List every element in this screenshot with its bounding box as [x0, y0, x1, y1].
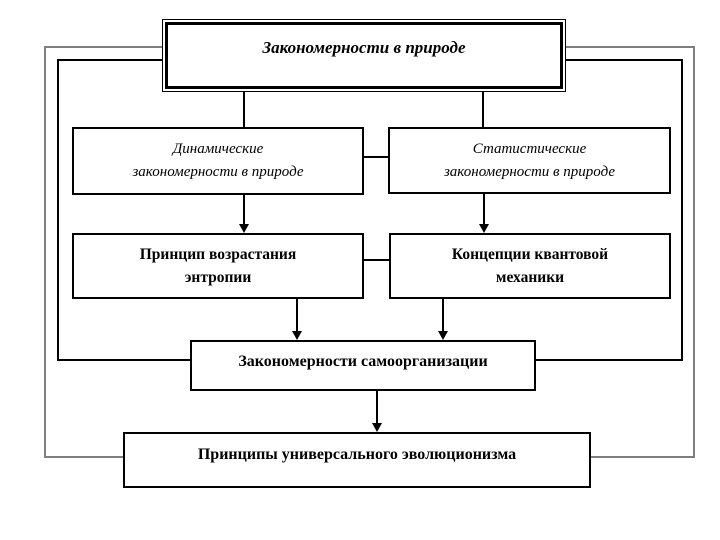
- node-dynamic-line2: закономерности в природе: [132, 164, 304, 180]
- node-evolution-label: Принципы универсального эволюционизма: [197, 445, 517, 463]
- arrow-quantum-selforg: [438, 298, 448, 340]
- arrow-selforg-evolution: [372, 390, 382, 432]
- node-evolution: Принципы универсального эволюционизма: [123, 432, 591, 488]
- node-statistical: Статистические закономерности в природе: [388, 127, 671, 194]
- node-entropy-line1: Принцип возрастания: [139, 246, 297, 263]
- node-root: Закономерности в природе: [162, 19, 566, 92]
- inner-black-frame: [57, 59, 683, 361]
- node-entropy-line2: энтропии: [184, 269, 252, 286]
- node-dynamic: Динамические закономерности в природе: [72, 127, 364, 195]
- connector-root-dynamic: [243, 91, 245, 127]
- arrow-shaft: [243, 194, 245, 224]
- connector-dynamic-statistical: [363, 156, 389, 158]
- arrow-statistical-quantum: [479, 193, 489, 233]
- node-statistical-line2: закономерности в природе: [443, 163, 616, 180]
- arrow-entropy-selforg: [292, 298, 302, 340]
- connector-root-statistical: [482, 91, 484, 127]
- arrowhead-down-icon: [239, 224, 249, 233]
- node-selforg-label: Закономерности самоорганизации: [238, 353, 488, 370]
- node-root-label: Закономерности в природе: [165, 22, 563, 89]
- arrow-shaft: [442, 298, 444, 331]
- node-entropy: Принцип возрастания энтропии: [72, 233, 364, 299]
- connector-entropy-quantum: [363, 259, 391, 261]
- node-quantum-line1: Концепции квантовой: [451, 246, 609, 263]
- arrow-shaft: [376, 390, 378, 423]
- arrowhead-down-icon: [292, 331, 302, 340]
- arrow-dynamic-entropy: [239, 194, 249, 233]
- arrow-shaft: [296, 298, 298, 331]
- arrowhead-down-icon: [479, 224, 489, 233]
- arrowhead-down-icon: [372, 423, 382, 432]
- node-quantum: Концепции квантовой механики: [389, 233, 671, 299]
- node-quantum-line2: механики: [495, 269, 565, 286]
- node-dynamic-line1: Динамические: [172, 141, 264, 157]
- arrow-shaft: [483, 193, 485, 224]
- arrowhead-down-icon: [438, 331, 448, 340]
- node-statistical-line1: Статистические: [472, 140, 587, 157]
- node-selforg: Закономерности самоорганизации: [190, 340, 536, 391]
